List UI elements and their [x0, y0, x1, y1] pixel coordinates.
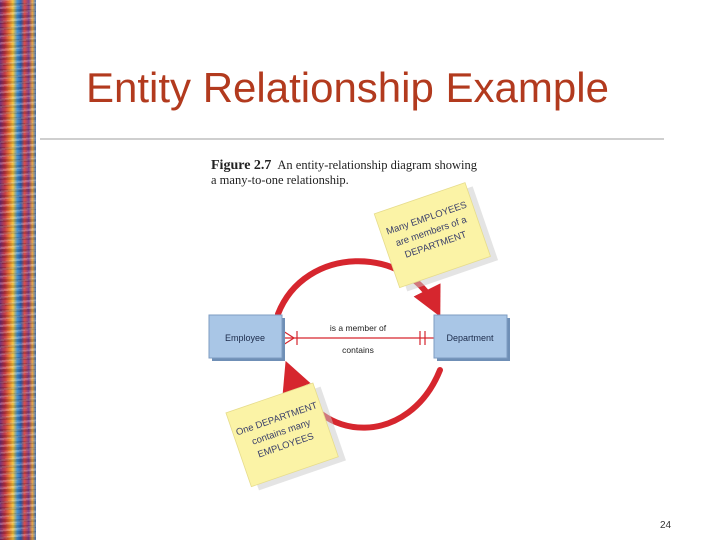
entity-employee: Employee: [209, 315, 285, 361]
relation-label-top: is a member of: [330, 323, 387, 333]
entity-department-label: Department: [446, 333, 494, 343]
relation-label-bottom: contains: [342, 345, 374, 355]
sticky-note-bottom: One DEPARTMENT contains many EMPLOYEES: [226, 381, 346, 492]
entity-employee-label: Employee: [225, 333, 265, 343]
sticky-note-top: Many EMPLOYEES are members of a DEPARTME…: [374, 181, 498, 294]
page-number: 24: [660, 520, 671, 531]
entity-department: Department: [434, 315, 510, 361]
